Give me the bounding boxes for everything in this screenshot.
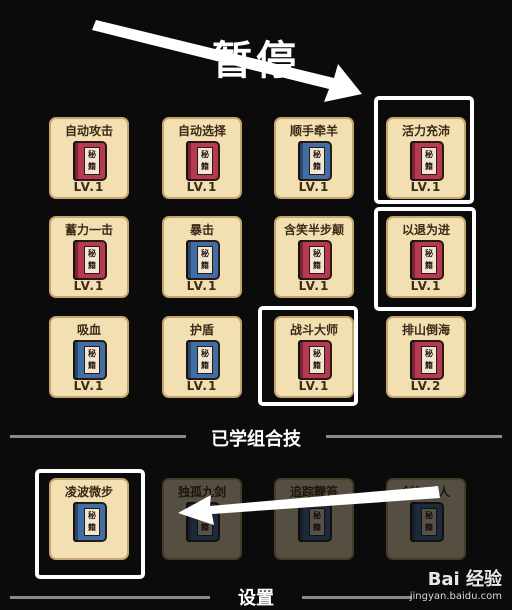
skill-card-critical[interactable]: 暴击 秘籍 LV.1 [162, 216, 242, 298]
combo-name: 独孤九剑 [177, 485, 226, 499]
highlight-box [374, 207, 476, 311]
book-label: 秘籍 [197, 346, 213, 374]
secret-book-icon: 秘籍 [73, 141, 107, 181]
book-label: 秘籍 [421, 246, 437, 274]
combo-name: 凌波微步 [64, 485, 113, 499]
settings-divider-left [10, 596, 210, 599]
skill-card-vitality[interactable]: 活力充沛 秘籍 LV.1 [386, 117, 466, 199]
skill-name: 含笑半步颠 [283, 223, 344, 237]
secret-book-icon: 秘籍 [186, 340, 220, 380]
skill-level: LV.1 [410, 279, 442, 293]
skill-level: LV.1 [298, 180, 330, 194]
secret-book-icon: 秘籍 [298, 141, 332, 181]
secret-book-icon: 秘籍 [73, 340, 107, 380]
skill-card-shield[interactable]: 护盾 秘籍 LV.1 [162, 316, 242, 398]
book-label: 秘籍 [309, 508, 325, 536]
book-label: 秘籍 [421, 147, 437, 175]
skill-name: 自动攻击 [64, 124, 113, 138]
secret-book-icon: 秘籍 [73, 502, 107, 542]
skill-level: LV.1 [298, 379, 330, 393]
skill-level: LV.1 [73, 180, 105, 194]
skill-name: 顺手牵羊 [289, 124, 338, 138]
watermark-url: jingyan.baidu.com [409, 591, 502, 602]
book-label: 秘籍 [84, 346, 100, 374]
skill-name: 护盾 [189, 323, 214, 337]
secret-book-icon: 秘籍 [298, 240, 332, 280]
skill-name: 活力充沛 [401, 124, 450, 138]
combo-card-lingbo[interactable]: 凌波微步 秘籍 [49, 478, 129, 560]
skill-card-retreat-advance[interactable]: 以退为进 秘籍 LV.1 [386, 216, 466, 298]
combo-section-title: 已学组合技 [211, 429, 301, 450]
secret-book-icon: 秘籍 [298, 340, 332, 380]
skill-card-overwhelm[interactable]: 排山倒海 秘籍 LV.2 [386, 316, 466, 398]
skill-level: LV.1 [298, 279, 330, 293]
highlight-box [35, 469, 145, 579]
highlight-box [374, 96, 474, 204]
secret-book-icon: 秘籍 [186, 141, 220, 181]
combo-name: 追踪鞭笞 [289, 485, 338, 499]
skill-card-battle-master[interactable]: 战斗大师 秘籍 LV.1 [274, 316, 354, 398]
secret-book-icon: 秘籍 [73, 240, 107, 280]
skill-level: LV.1 [186, 180, 218, 194]
settings-section-title[interactable]: 设置 [238, 588, 274, 609]
secret-book-icon: 秘籍 [410, 240, 444, 280]
skill-name: 吸血 [76, 323, 101, 337]
section-divider-left [10, 435, 186, 438]
arrow-top-icon [92, 20, 362, 102]
book-label: 秘籍 [309, 246, 325, 274]
book-label: 秘籍 [421, 346, 437, 374]
skill-name: 暴击 [189, 223, 214, 237]
skill-card-charged-strike[interactable]: 蓄力一击 秘籍 LV.1 [49, 216, 129, 298]
settings-divider-right [302, 596, 412, 599]
skill-card-lifesteal[interactable]: 吸血 秘籍 LV.1 [49, 316, 129, 398]
skill-card-smile-poison[interactable]: 含笑半步颠 秘籍 LV.1 [274, 216, 354, 298]
secret-book-icon: 秘籍 [410, 340, 444, 380]
secret-book-icon: 秘籍 [410, 141, 444, 181]
skill-card-auto-attack[interactable]: 自动攻击 秘籍 LV.1 [49, 117, 129, 199]
skill-level: LV.1 [73, 379, 105, 393]
skill-name: 战斗大师 [289, 323, 338, 337]
watermark-brand: Bai 经验 [427, 569, 502, 590]
secret-book-icon: 秘籍 [410, 502, 444, 542]
skill-level: LV.2 [410, 379, 442, 393]
book-label: 秘籍 [309, 346, 325, 374]
secret-book-icon: 秘籍 [186, 240, 220, 280]
skill-level: LV.1 [410, 180, 442, 194]
book-label: 秘籍 [84, 246, 100, 274]
section-divider-right [326, 435, 502, 438]
skill-name: 排山倒海 [401, 323, 450, 337]
skill-name: 蓄力一击 [64, 223, 113, 237]
book-label: 秘籍 [84, 508, 100, 536]
book-label: 秘籍 [84, 147, 100, 175]
book-label: 秘籍 [197, 246, 213, 274]
highlight-box [258, 306, 358, 406]
skill-card-pickpocket[interactable]: 顺手牵羊 秘籍 LV.1 [274, 117, 354, 199]
book-label: 秘籍 [421, 508, 437, 536]
arrow-bottom-icon [178, 486, 440, 525]
skill-name: 以退为进 [401, 223, 450, 237]
skill-level: LV.1 [73, 279, 105, 293]
book-label: 秘籍 [309, 147, 325, 175]
book-label: 秘籍 [197, 147, 213, 175]
skill-level: LV.1 [186, 279, 218, 293]
skill-name: 自动选择 [177, 124, 226, 138]
skill-level: LV.1 [186, 379, 218, 393]
skill-card-auto-select[interactable]: 自动选择 秘籍 LV.1 [162, 117, 242, 199]
watermark: Bai 经验 jingyan.baidu.com [410, 565, 502, 602]
combo-card-tracking[interactable]: 追踪鞭笞 秘籍 [274, 478, 354, 560]
